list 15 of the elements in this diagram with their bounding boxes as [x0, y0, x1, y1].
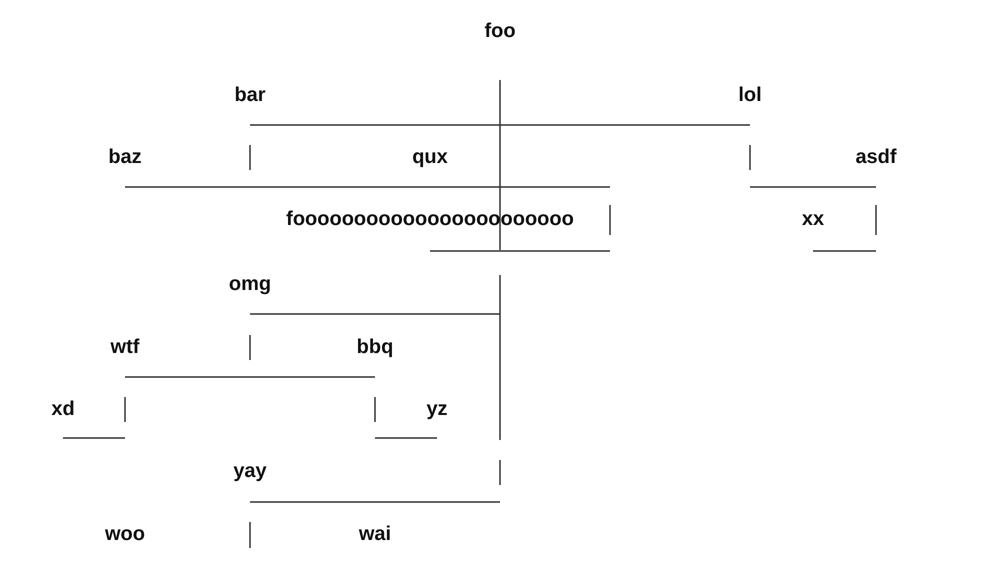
tree-label: yz	[426, 399, 448, 419]
tree-label: xx	[802, 209, 824, 229]
tree-label: asdf	[855, 147, 897, 167]
tree-label: wtf	[110, 337, 140, 357]
tree-label: wai	[358, 524, 392, 544]
tree-label: woo	[105, 524, 145, 544]
tree-label: yay	[233, 461, 267, 481]
tree-label: omg	[228, 274, 272, 294]
tree-label: xd	[51, 399, 75, 419]
tree-label: bar	[234, 85, 266, 105]
tree-label: bbq	[356, 337, 394, 357]
tree-label: lol	[738, 85, 762, 105]
tree-label: qux	[412, 147, 448, 167]
tree-label: foo	[484, 21, 516, 41]
tree-label: baz	[108, 147, 142, 167]
